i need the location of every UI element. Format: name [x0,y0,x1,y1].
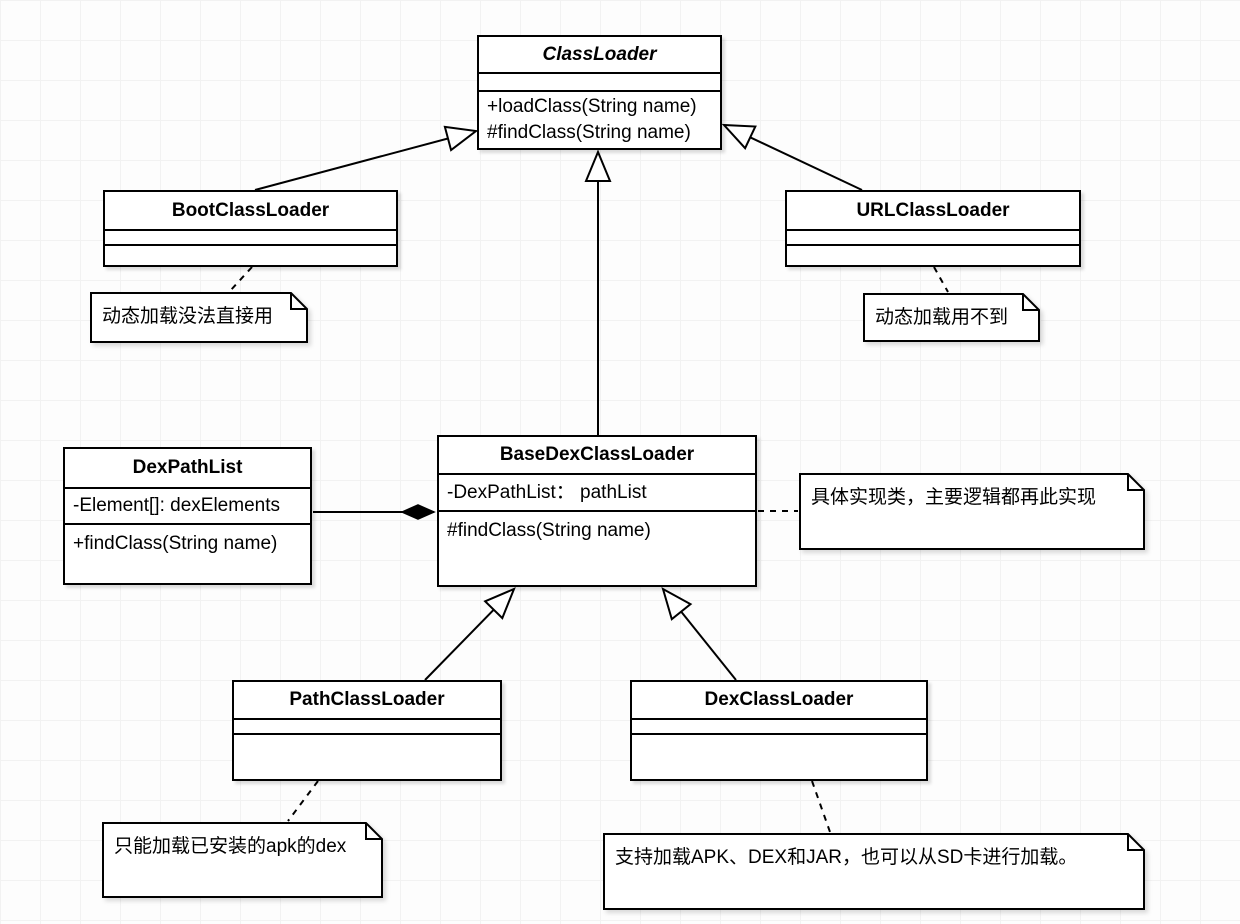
inheritance-dexclassloader-to-basedexclassloader [661,586,737,681]
class-method: +loadClass(String name) [487,96,697,117]
class-box-bootclassloader: BootClassLoader [103,190,398,267]
class-box-dexclassloader: DexClassLoader [630,680,928,781]
class-attributes-dexclassloader-empty [632,718,926,733]
note-shape [603,833,1145,910]
class-methods-pathclassloader-empty [234,733,500,779]
class-box-dexpathlist: DexPathList -Element[]: dexElements +fin… [63,447,312,585]
note-text: 动态加载用不到 [875,307,1009,328]
note-link-urlclassloader [933,266,949,293]
class-method: #findClass(String name) [487,122,691,143]
class-attribute: -Element[]: dexElements [73,495,280,516]
class-methods-classloader: +loadClass(String name) #findClass(Strin… [479,90,720,148]
note-shape [90,292,308,343]
class-method: #findClass(String name) [447,520,651,541]
note-text: 具体实现类，主要逻辑都再此实现 [811,487,1097,508]
uml-note-bootclassloader: 动态加载没法直接用 [90,292,308,343]
uml-note-basedexclassloader: 具体实现类，主要逻辑都再此实现 [799,473,1145,550]
class-attributes-basedexclassloader: -DexPathList： pathList [439,473,755,510]
class-box-pathclassloader: PathClassLoader [232,680,502,781]
note-link-pathclassloader [287,780,319,822]
class-attributes-classloader-empty [479,72,720,90]
class-methods-dexpathlist: +findClass(String name) [65,523,310,583]
class-title-dexclassloader: DexClassLoader [704,689,854,710]
inheritance-pathclassloader-to-basedexclassloader [424,587,516,681]
class-title-pathclassloader: PathClassLoader [289,689,445,710]
class-attributes-dexpathlist: -Element[]: dexElements [65,487,310,523]
class-methods-dexclassloader-empty [632,733,926,779]
class-methods-urlclassloader-empty [787,244,1079,265]
note-text: 动态加载没法直接用 [102,306,274,327]
class-box-urlclassloader: URLClassLoader [785,190,1081,267]
class-title-basedexclassloader: BaseDexClassLoader [499,444,695,465]
class-methods-bootclassloader-empty [105,244,396,265]
class-box-basedexclassloader: BaseDexClassLoader -DexPathList： pathLis… [437,435,757,587]
class-attribute: -DexPathList： pathList [447,481,647,503]
inheritance-urlclassloader-to-classloader [721,123,863,191]
note-link-dexclassloader [811,780,831,833]
class-method: +findClass(String name) [73,533,278,554]
uml-note-pathclassloader: 只能加载已安装的apk的dex [102,822,383,898]
class-title-urlclassloader: URLClassLoader [856,199,1010,221]
class-attributes-urlclassloader-empty [787,229,1079,244]
inheritance-bootclassloader-to-classloader [254,125,479,191]
note-shape [863,293,1040,342]
class-attributes-pathclassloader-empty [234,718,500,733]
note-text: 支持加载APK、DEX和JAR，也可以从SD卡进行加载。 [615,847,1078,868]
class-methods-basedexclassloader: #findClass(String name) [439,510,755,585]
class-box-classloader: ClassLoader +loadClass(String name) #fin… [477,35,722,150]
uml-note-urlclassloader: 动态加载用不到 [863,293,1040,342]
note-text: 只能加载已安装的apk的dex [114,836,347,857]
class-title-dexpathlist: DexPathList [132,457,243,478]
class-attributes-bootclassloader-empty [105,229,396,244]
class-title-classloader: ClassLoader [542,43,657,65]
class-title-bootclassloader: BootClassLoader [171,199,330,221]
note-shape [799,473,1145,550]
note-shape [102,822,383,898]
uml-note-dexclassloader: 支持加载APK、DEX和JAR，也可以从SD卡进行加载。 [603,833,1145,910]
note-link-bootclassloader [229,266,253,292]
